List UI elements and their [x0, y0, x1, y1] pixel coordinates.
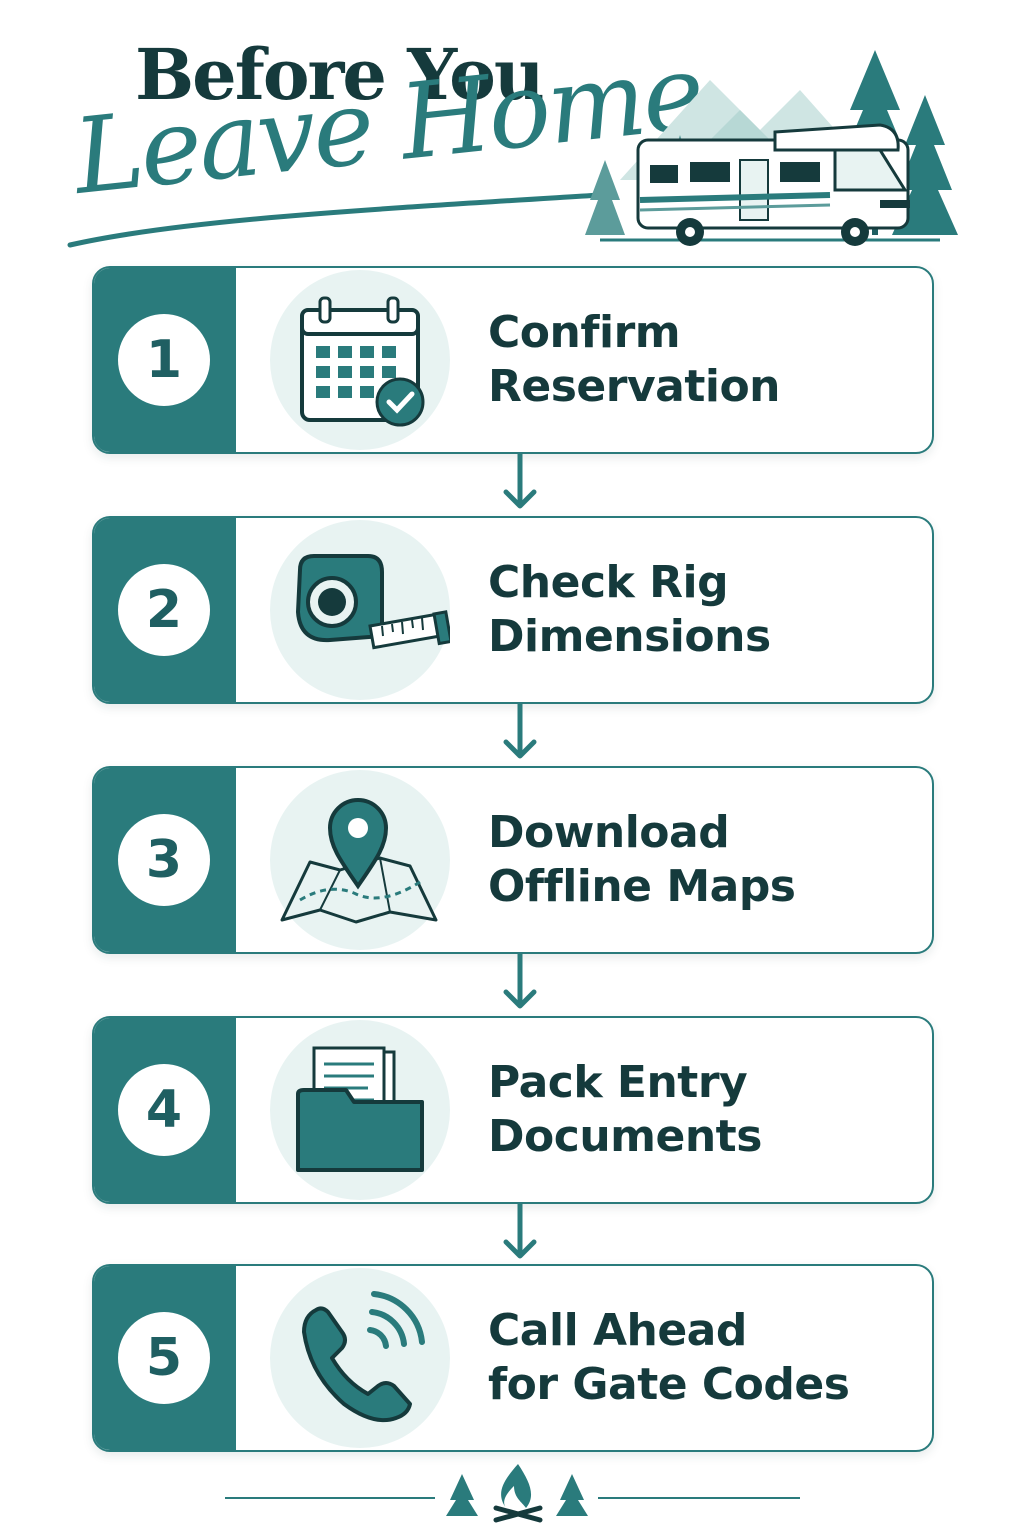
- step-label: Check Rig Dimensions: [488, 556, 771, 664]
- step-2-card: 2 Check Rig Dimensions: [92, 516, 934, 704]
- icon-circle: [270, 770, 450, 950]
- step-number: 4: [118, 1064, 210, 1156]
- step-5-card: 5 Call Ahead for Gate Codes: [92, 1264, 934, 1452]
- map-pin-icon: [280, 798, 438, 924]
- step-label-line-2: for Gate Codes: [488, 1359, 850, 1410]
- step-number: 1: [118, 314, 210, 406]
- step-4-card: 4 Pack Entry Documents: [92, 1016, 934, 1204]
- icon-circle: [270, 270, 450, 450]
- icon-circle: [270, 1020, 450, 1200]
- header: Before You Leave Home: [0, 0, 1024, 260]
- title-line-1: Before You: [135, 33, 545, 116]
- step-label: Pack Entry Documents: [488, 1056, 762, 1164]
- step-number-panel: 1: [94, 268, 236, 452]
- step-label: Call Ahead for Gate Codes: [488, 1304, 850, 1412]
- step-label-line-2: Documents: [488, 1111, 762, 1162]
- step-1-card: 1 Confirm Reservation: [92, 266, 934, 454]
- arrow-down-icon: [503, 1202, 537, 1259]
- rv-mountain-scene-icon: [585, 50, 958, 246]
- icon-circle: [270, 1268, 450, 1448]
- step-label-line-1: Call Ahead: [488, 1305, 747, 1356]
- step-label: Download Offline Maps: [488, 806, 796, 914]
- campfire-divider-icon: [225, 1464, 800, 1523]
- step-label: Confirm Reservation: [488, 306, 781, 414]
- calendar-check-icon: [300, 296, 425, 427]
- step-number-panel: 4: [94, 1018, 236, 1202]
- step-label-line-1: Confirm: [488, 307, 681, 358]
- step-number-panel: 5: [94, 1266, 236, 1450]
- step-label-line-2: Dimensions: [488, 611, 771, 662]
- step-number-panel: 3: [94, 768, 236, 952]
- arrow-down-icon: [503, 952, 537, 1009]
- step-3-card: 3 Download Offline Maps: [92, 766, 934, 954]
- step-label-line-2: Reservation: [488, 361, 781, 412]
- tape-measure-icon: [295, 554, 450, 650]
- step-label-line-1: Download: [488, 807, 730, 858]
- title-swash-icon: [67, 192, 603, 248]
- step-number: 2: [118, 564, 210, 656]
- arrow-down-icon: [503, 702, 537, 759]
- step-label-line-2: Offline Maps: [488, 861, 796, 912]
- step-number-panel: 2: [94, 518, 236, 702]
- step-label-line-1: Pack Entry: [488, 1057, 748, 1108]
- folder-documents-icon: [296, 1046, 424, 1172]
- arrow-down-icon: [503, 452, 537, 509]
- phone-call-icon: [302, 1291, 425, 1423]
- step-number: 5: [118, 1312, 210, 1404]
- step-label-line-1: Check Rig: [488, 557, 729, 608]
- step-number: 3: [118, 814, 210, 906]
- icon-circle: [270, 520, 450, 700]
